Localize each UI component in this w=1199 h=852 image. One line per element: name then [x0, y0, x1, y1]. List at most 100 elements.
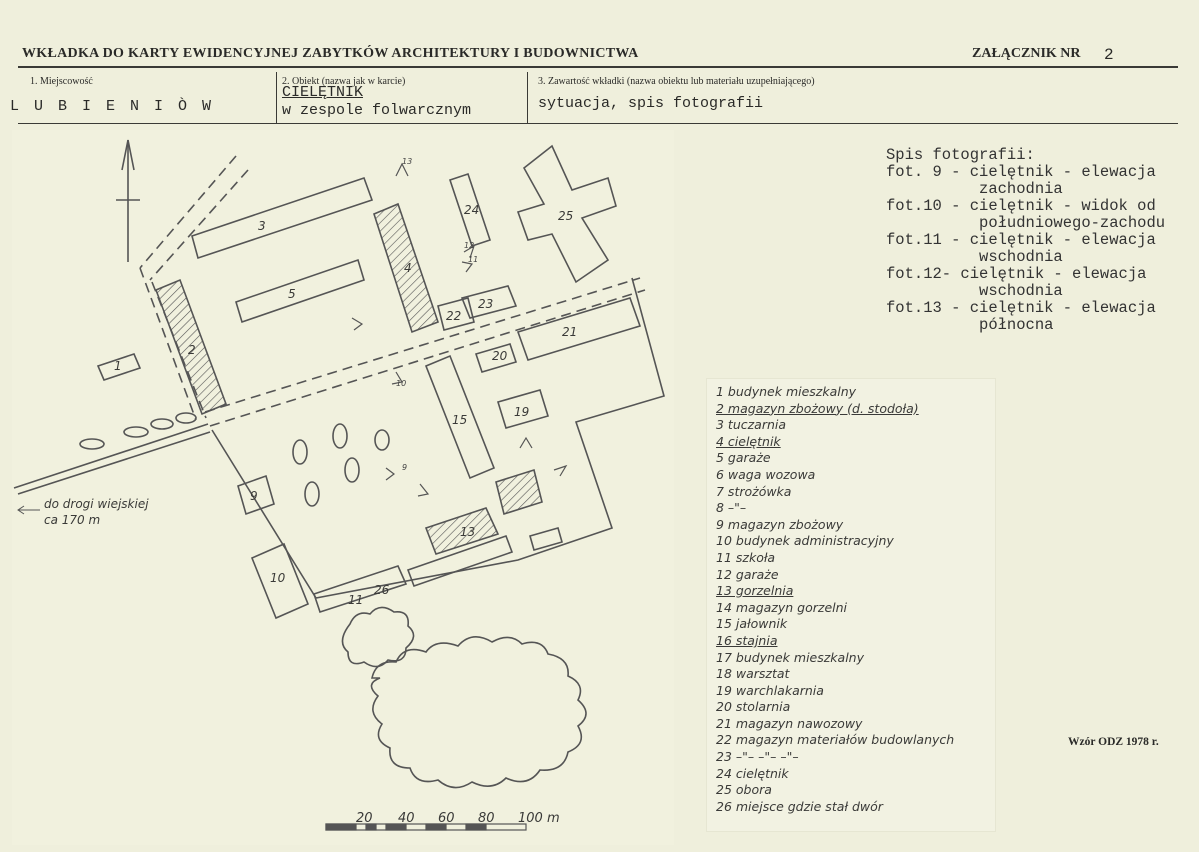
legend-item: 5 garaże — [716, 450, 771, 466]
north-arrow-icon — [116, 139, 140, 262]
photo-list-line: fot. 9 - cielętnik - elewacja — [886, 163, 1156, 181]
map-label-23: 23 — [478, 297, 493, 311]
tree-cluster-yard — [292, 423, 390, 507]
form-pattern-note: Wzór ODZ 1978 r. — [1068, 736, 1159, 748]
photo-point-12-icon — [463, 244, 476, 259]
tree-row-left — [79, 412, 197, 450]
scale-label-80: 80 — [478, 811, 495, 826]
legend-item: 9 magazyn zbożowy — [716, 516, 844, 532]
map-label-11: 11 — [348, 593, 363, 607]
legend-item: 21 magazyn nawozowy — [716, 715, 863, 731]
photo-point-10-icon — [417, 483, 430, 497]
map-label-2: 2 — [188, 343, 196, 357]
photo-point-13-icon — [395, 162, 409, 177]
legend-item: 14 magazyn gorzelni — [716, 599, 848, 615]
photo-point-9-icon — [385, 467, 395, 481]
park-outline-small — [341, 606, 415, 668]
photo-list-line: zachodnia — [886, 180, 1063, 198]
building-21 — [516, 297, 642, 361]
legend-item: 26 miejsce gdzie stał dwór — [716, 798, 883, 814]
legend-item: 2 magazyn zbożowy (d. stodoła) — [716, 400, 919, 416]
legend-item: 22 magazyn materiałów budowlanych — [716, 732, 955, 748]
building-15 — [424, 354, 496, 480]
photo-point-11-icon — [461, 261, 474, 273]
site-plan-sheet — [12, 130, 674, 845]
building-22 — [437, 297, 475, 331]
map-label-4: 4 — [404, 261, 412, 275]
legend-item: 24 cielętnik — [716, 765, 789, 781]
legend-item: 8 –"– — [716, 500, 747, 516]
map-label-24: 24 — [464, 203, 479, 217]
photo-list-line: fot.12- cielętnik - elewacja — [886, 265, 1147, 283]
building-25 — [516, 144, 617, 284]
photo-list-line: fot.10 - cielętnik - widok od — [886, 197, 1156, 215]
road-label-destination: do drogi wiejskiej — [44, 497, 149, 511]
legend-item: 1 budynek mieszkalny — [716, 384, 857, 399]
building-11 — [312, 565, 408, 614]
building-2 — [154, 278, 228, 416]
scale-label-40: 40 — [398, 811, 415, 826]
content-label: 3. Zawartość wkładki (nazwa obiektu lub … — [538, 76, 815, 87]
locality-label: 1. Miejscowość — [30, 76, 93, 87]
building-20 — [474, 343, 518, 373]
photo-label-12: 12 — [464, 241, 474, 250]
building-3 — [191, 176, 374, 260]
scale-bar — [325, 823, 527, 831]
map-label-1: 1 — [114, 359, 122, 373]
map-label-21: 21 — [562, 325, 577, 339]
building-12 — [406, 534, 514, 588]
photo-list-line: północna — [886, 316, 1054, 334]
road-direction-arrow-icon — [17, 505, 40, 515]
map-label-19: 19 — [514, 405, 529, 419]
attachment-label: ZAŁĄCZNIK NR — [972, 46, 1081, 61]
legend-item: 4 cielętnik — [716, 433, 781, 449]
building-outlines — [96, 144, 642, 620]
photo-label-9: 9 — [402, 463, 407, 472]
photo-list-line: wschodnia — [886, 282, 1063, 300]
building-9 — [237, 474, 275, 516]
map-label-10: 10 — [270, 571, 286, 585]
road-label-distance: ca 170 m — [44, 513, 100, 527]
header-bottom-rule — [18, 123, 1178, 124]
legend-item: 13 gorzelnia — [716, 583, 794, 599]
building-5 — [235, 258, 365, 324]
legend-item: 12 garaże — [716, 566, 779, 582]
legend-item: 15 jałownik — [716, 616, 788, 632]
map-label-9: 9 — [250, 489, 258, 503]
photo-label-13: 13 — [402, 157, 412, 166]
building-24 — [448, 172, 492, 248]
photo-viewpoint-arrows — [351, 162, 568, 497]
photo-list-line: południowego-zachodu — [886, 214, 1166, 232]
photo-list-line: fot.11 - cielętnik - elewacja — [886, 231, 1156, 249]
legend-item: 18 warsztat — [716, 666, 790, 682]
photo-list: Spis fotografii: fot. 9 - cielętnik - el… — [886, 147, 1165, 334]
scale-label-20: 20 — [356, 811, 373, 826]
legend-item: 6 waga wozowa — [716, 466, 816, 482]
field-divider-1 — [276, 72, 277, 124]
map-label-22: 22 — [446, 309, 461, 323]
building-13 — [424, 507, 500, 555]
photo-label-10: 10 — [396, 379, 406, 388]
map-label-20: 20 — [492, 349, 508, 363]
building-19 — [496, 389, 550, 429]
object-value-complex: w zespole folwarcznym — [282, 102, 472, 119]
legend-sheet — [706, 378, 996, 832]
map-label-3: 3 — [258, 219, 266, 233]
map-label-15: 15 — [452, 413, 467, 427]
header-top-rule — [18, 66, 1178, 68]
legend-item: 19 warchlakarnia — [716, 682, 824, 698]
park-outline-large — [370, 636, 587, 789]
object-value-name: CIELĘTNIK — [282, 84, 364, 101]
building-10 — [250, 542, 310, 620]
building-4 — [373, 202, 440, 334]
legend-item: 25 obora — [716, 782, 772, 798]
building-number-labels: 1 2 3 4 5 9 10 11 13 15 19 20 21 22 23 2… — [114, 203, 577, 607]
building-1 — [96, 353, 142, 381]
building-23 — [460, 285, 518, 319]
building-17 — [495, 468, 543, 516]
map-label-26: 26 — [374, 583, 390, 597]
form-title: WKŁADKA DO KARTY EWIDENCYJNEJ ZABYTKÓW A… — [22, 46, 639, 61]
map-label-5: 5 — [288, 287, 296, 301]
map-label-25: 25 — [558, 209, 573, 223]
